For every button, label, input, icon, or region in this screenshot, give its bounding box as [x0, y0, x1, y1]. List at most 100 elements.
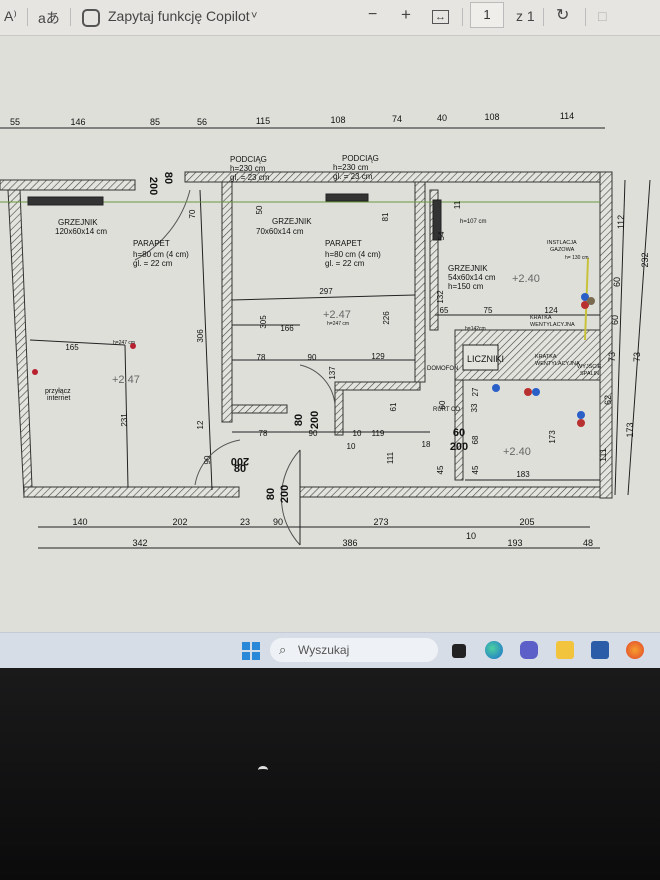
dim-label: 90: [203, 455, 212, 464]
page-view-button[interactable]: □: [598, 8, 607, 24]
top-dimensions: 55 146 85 56 115 108 74 40 108 114: [10, 111, 574, 127]
edge-icon[interactable]: [485, 641, 503, 659]
door-width: 80: [234, 463, 246, 475]
zoom-in-button[interactable]: +: [401, 5, 411, 24]
door-width: 60: [453, 427, 465, 439]
teams-icon[interactable]: [520, 641, 538, 659]
label: WENTYLACYJNA: [535, 361, 580, 367]
dim-label: 23: [240, 517, 250, 527]
door-height: 200: [231, 455, 249, 467]
level-mark: +2.40: [512, 273, 540, 285]
level-mark: +2.47: [323, 309, 351, 321]
dim-label: 56: [197, 117, 207, 127]
page-number-input[interactable]: 1: [470, 2, 504, 28]
label: LICZNIKI: [467, 354, 504, 364]
label: GRZEJNIK: [448, 264, 488, 273]
read-aloud-button[interactable]: A⁾: [4, 8, 17, 24]
label: 120x60x14 cm: [55, 227, 107, 236]
dim-label: 114: [560, 111, 574, 121]
label: PARAPET: [133, 239, 170, 248]
copilot-icon[interactable]: [82, 9, 100, 27]
translate-button[interactable]: aあ: [38, 10, 60, 26]
dim-label: 205: [519, 517, 534, 527]
label: h=230 cm: [333, 163, 369, 172]
pipe-markers: [32, 293, 595, 427]
label: 70x60x14 cm: [256, 227, 304, 236]
walls: [0, 171, 613, 499]
firefox-icon[interactable]: [626, 641, 644, 659]
dim-label: 111: [386, 451, 395, 464]
label: KRATKA: [530, 315, 552, 321]
label: gl. = 23 cm: [230, 173, 270, 182]
dim-label: 54: [437, 231, 446, 240]
dim-label: 48: [583, 538, 593, 548]
dim-label: 85: [150, 117, 160, 127]
label: gl. = 22 cm: [325, 259, 365, 268]
page-total: z 1: [516, 8, 535, 24]
dim-label: 10: [466, 531, 476, 541]
label: DOMOFON: [427, 366, 458, 372]
chevron-down-icon[interactable]: ˅: [251, 10, 258, 22]
file-explorer-icon[interactable]: [556, 641, 574, 659]
floor-plan: 55 146 85 56 115 108 74 40 108 114 140 2…: [0, 111, 651, 549]
dim-label: 232: [640, 252, 650, 267]
dim-label: 11: [453, 200, 462, 209]
start-button[interactable]: [242, 642, 260, 660]
dim-label: 305: [259, 315, 268, 329]
fit-page-button[interactable]: ↔: [432, 10, 449, 24]
label: h=150 cm: [448, 282, 484, 291]
dim-label: 108: [484, 112, 499, 122]
divider: [70, 8, 71, 26]
dim-label: 306: [196, 329, 205, 343]
dim-label: 68: [471, 435, 480, 444]
label: INSTLACJA: [547, 240, 577, 246]
dim-label: 342: [132, 538, 147, 548]
task-view-icon[interactable]: [452, 644, 466, 658]
dim-label: 173: [548, 430, 557, 444]
dim-label: 111: [598, 448, 608, 462]
dim-label: 297: [319, 287, 333, 296]
dim-label: 18: [422, 440, 431, 449]
label: h=247 cm: [327, 321, 349, 327]
store-icon[interactable]: [591, 641, 609, 659]
windows-taskbar: ⌕ Wyszukaj: [0, 632, 660, 668]
taskbar-search[interactable]: ⌕ Wyszukaj: [270, 638, 438, 662]
rotate-button[interactable]: ↻: [556, 7, 570, 24]
search-placeholder: Wyszukaj: [298, 643, 350, 657]
label: GRZEJNIK: [58, 218, 98, 227]
dim-label: 146: [70, 117, 85, 127]
dim-label: 115: [256, 116, 270, 126]
label: h=142cm: [465, 326, 486, 332]
dim-label: 74: [392, 114, 402, 124]
dim-label: 50: [255, 205, 264, 214]
zoom-out-button[interactable]: −: [368, 6, 378, 23]
dim-label: 90: [309, 429, 318, 438]
divider: [543, 8, 544, 26]
dim-label: 124: [544, 306, 558, 315]
dim-label: 10: [353, 429, 362, 438]
inner-dimensions: 70 50 81 54 297 166 306 305 226 132 65 7…: [65, 200, 558, 479]
dim-label: 81: [381, 212, 390, 221]
label: h=80 cm (4 cm): [325, 250, 381, 259]
dim-label: 119: [372, 429, 385, 438]
dim-label: 60: [610, 315, 620, 325]
dim-label: 10: [347, 442, 356, 451]
dim-label: 62: [603, 395, 613, 405]
label: PODCIĄG: [230, 155, 267, 164]
dim-label: 231: [120, 413, 129, 427]
door-width: 80: [162, 172, 174, 184]
copilot-button[interactable]: Zapytaj funkcję Copilot: [108, 8, 250, 24]
door-width: 80: [265, 488, 277, 500]
dim-label: 70: [188, 209, 197, 218]
dim-label: 112: [616, 215, 626, 229]
dim-label: 226: [382, 311, 391, 325]
annotations: GRZEJNIK 120x60x14 cm PARAPET h=80 cm (4…: [45, 154, 602, 458]
label: SPALIN: [580, 371, 599, 377]
dim-label: 193: [507, 538, 522, 548]
dim-label: 137: [328, 366, 337, 380]
dim-label: 90: [308, 353, 317, 362]
dim-label: 75: [484, 306, 493, 315]
dim-label: 173: [625, 422, 635, 437]
level-mark: +2.47: [112, 374, 140, 386]
divider: [585, 8, 586, 26]
